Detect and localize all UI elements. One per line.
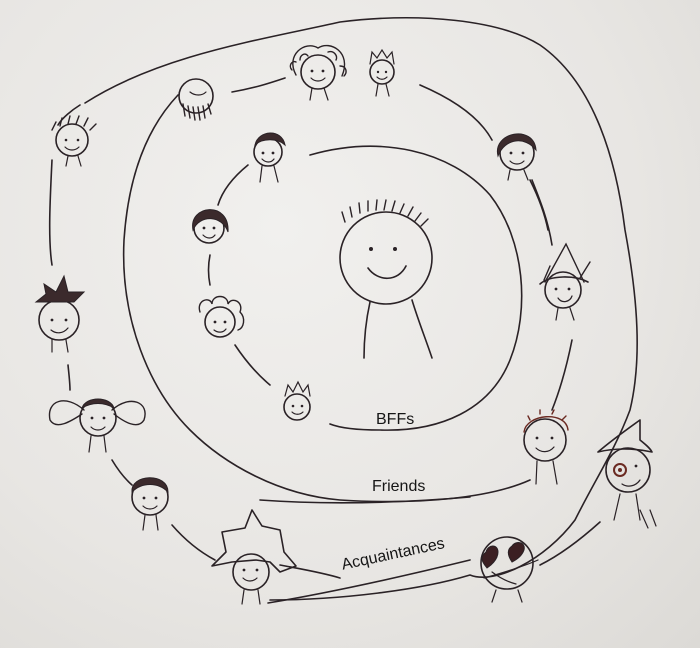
middle-ring-top-gap [231,77,286,93]
bff-face-2 [192,209,229,244]
bff-face-4 [283,380,311,421]
middle-ring [122,94,531,503]
friend-face-4 [497,133,537,181]
friend-face-5 [539,242,591,321]
acq-face-7 [597,419,657,529]
label-bffs: BFFs [376,411,415,428]
underline-acq [267,559,471,604]
outer-link-2 [67,364,71,391]
inner-ring-left-lower [207,254,211,286]
friend-face-3 [369,48,395,97]
underline-friends [259,496,471,504]
outer-link-5 [279,564,341,579]
acq-face-6 [480,536,539,603]
acq-face-3 [48,398,146,453]
acq-face-2 [34,274,86,353]
outer-link-6 [539,521,601,566]
outer-ring [84,17,638,601]
middle-ring-right-bottom [551,339,573,411]
bff-face-3 [198,295,245,338]
outer-link-1 [48,159,53,266]
outer-link-7 [529,179,549,231]
outer-link-4 [171,524,216,561]
friend-face-2 [289,44,347,101]
inner-ring [309,145,523,431]
outer-link-3 [111,459,133,486]
acq-face-4 [131,477,169,531]
friend-face-1 [178,78,214,121]
acq-face-1 [51,115,97,167]
outer-ring-gap-left [57,104,81,126]
friend-face-6 [523,409,569,485]
inner-ring-left-bottom [234,344,271,386]
center-person [339,199,433,359]
acq-face-5 [211,509,297,605]
bff-face-1 [253,132,286,183]
middle-ring-right [419,84,493,141]
label-friends: Friends [372,478,426,495]
inner-ring-left [217,164,249,206]
